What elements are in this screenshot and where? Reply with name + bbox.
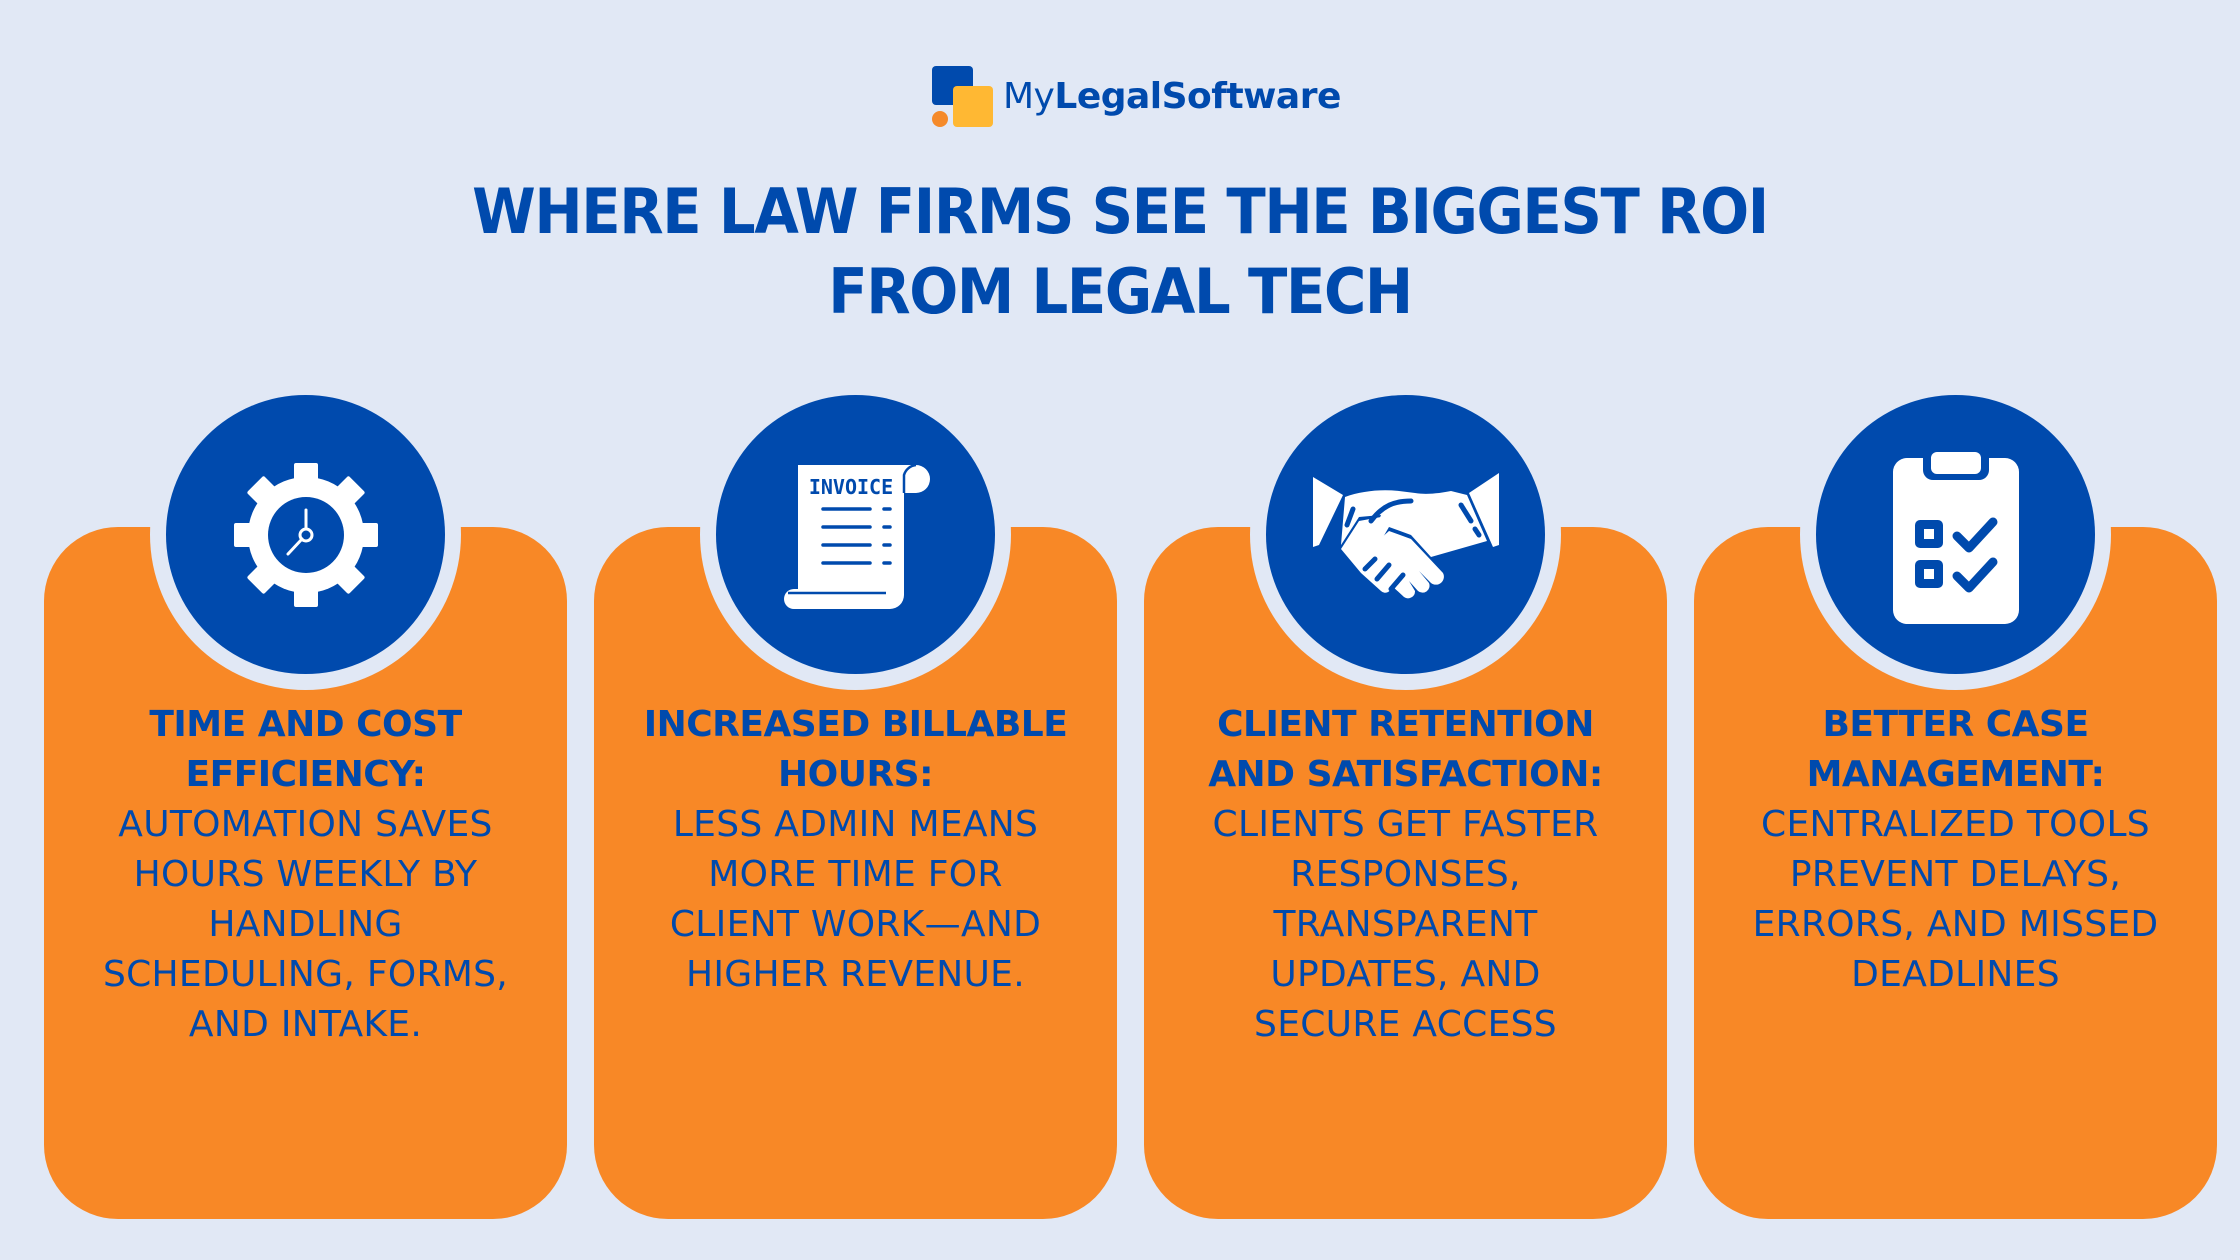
handshake-icon: [1312, 472, 1499, 598]
card-heading-line: HOURS:: [777, 754, 934, 795]
brand-name-suffix: LegalSoftware: [1054, 76, 1341, 117]
card-heading: BETTER CASE MANAGEMENT:: [1694, 700, 2217, 800]
card-heading: CLIENT RETENTION AND SATISFACTION:: [1144, 700, 1667, 800]
card-body-line: CENTRALIZED TOOLS: [1761, 804, 2150, 845]
card-heading-line: TIME AND COST: [149, 704, 462, 745]
card-body: CLIENTS GET FASTER RESPONSES, TRANSPAREN…: [1144, 800, 1667, 1050]
card-body-line: RESPONSES,: [1290, 854, 1521, 895]
page-title-line-2: FROM LEGAL TECH: [828, 255, 1413, 328]
logo-mark-icon: [932, 66, 993, 127]
card-body-line: SECURE ACCESS: [1254, 1004, 1557, 1045]
card-heading-line: INCREASED BILLABLE: [643, 704, 1068, 745]
card-body-line: HOURS WEEKLY BY: [133, 854, 478, 895]
icon-badge: [166, 395, 445, 674]
invoice-icon-label: INVOICE: [808, 475, 892, 499]
card-heading: TIME AND COST EFFICIENCY:: [44, 700, 567, 800]
card-body-line: ERRORS, AND MISSED: [1752, 904, 2159, 945]
brand-name: MyLegalSoftware: [1003, 76, 1341, 117]
card-body-line: CLIENT WORK—AND: [669, 904, 1042, 945]
card-body: LESS ADMIN MEANS MORE TIME FOR CLIENT WO…: [594, 800, 1117, 1000]
card-body-line: SCHEDULING, FORMS,: [102, 954, 509, 995]
card-body-line: MORE TIME FOR: [708, 854, 1003, 895]
card-heading-line: CLIENT RETENTION: [1217, 704, 1594, 745]
icon-badge: [1266, 395, 1545, 674]
card-body-line: CLIENTS GET FASTER: [1212, 804, 1599, 845]
card-body-line: TRANSPARENT: [1273, 904, 1538, 945]
card-heading-line: MANAGEMENT:: [1806, 754, 2105, 795]
icon-badge: INVOICE: [716, 395, 995, 674]
card-text-billable-hours: INCREASED BILLABLE HOURS: LESS ADMIN MEA…: [594, 700, 1117, 1000]
card-heading: INCREASED BILLABLE HOURS:: [594, 700, 1117, 800]
card-body-line: AUTOMATION SAVES: [118, 804, 493, 845]
card-body: AUTOMATION SAVES HOURS WEEKLY BY HANDLIN…: [44, 800, 567, 1050]
card-heading-line: BETTER CASE: [1822, 704, 2089, 745]
page-title-line-1: WHERE LAW FIRMS SEE THE BIGGEST ROI: [472, 175, 1769, 248]
gear-clock-icon: [233, 462, 378, 607]
brand-name-prefix: My: [1003, 76, 1055, 117]
card-body-line: LESS ADMIN MEANS: [672, 804, 1039, 845]
card-body-line: HIGHER REVENUE.: [686, 954, 1025, 995]
page-title: WHERE LAW FIRMS SEE THE BIGGEST ROI FROM…: [78, 172, 2161, 332]
card-body-line: DEADLINES: [1851, 954, 2060, 995]
card-heading-line: AND SATISFACTION:: [1208, 754, 1603, 795]
card-body-line: UPDATES, AND: [1270, 954, 1541, 995]
card-body-line: AND INTAKE.: [188, 1004, 423, 1045]
brand-logo: MyLegalSoftware: [930, 64, 1341, 130]
card-text-case-management: BETTER CASE MANAGEMENT: CENTRALIZED TOOL…: [1694, 700, 2217, 1000]
card-body-line: PREVENT DELAYS,: [1789, 854, 2122, 895]
card-text-time-cost: TIME AND COST EFFICIENCY: AUTOMATION SAV…: [44, 700, 567, 1050]
card-heading-line: EFFICIENCY:: [185, 754, 426, 795]
invoice-icon: INVOICE: [783, 463, 930, 609]
clipboard-checklist-icon: [1892, 445, 2019, 624]
icon-badge: [1816, 395, 2095, 674]
card-body-line: HANDLING: [208, 904, 403, 945]
card-body: CENTRALIZED TOOLS PREVENT DELAYS, ERRORS…: [1694, 800, 2217, 1000]
card-text-client-retention: CLIENT RETENTION AND SATISFACTION: CLIEN…: [1144, 700, 1667, 1050]
